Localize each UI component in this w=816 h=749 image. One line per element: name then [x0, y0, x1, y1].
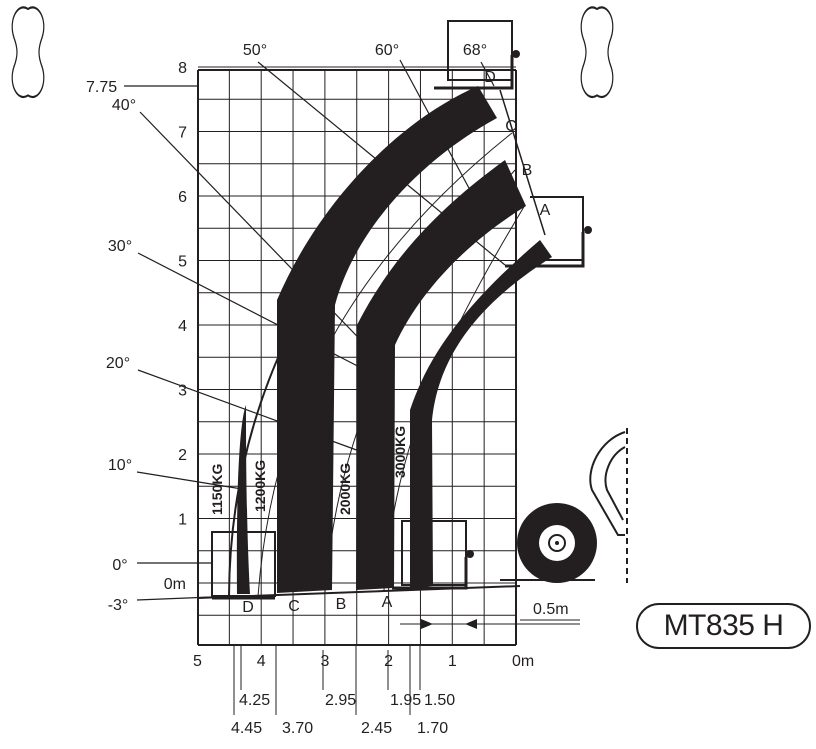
cab-outer: [589, 431, 626, 536]
x-tick-label: 2: [384, 653, 393, 670]
machine-outline: [211, 20, 628, 600]
wheel-cap: [548, 534, 566, 552]
tyre-icon-left: [11, 6, 45, 99]
reach-mark-label: 2.45: [361, 720, 392, 737]
reach-mark-label: 1.70: [417, 720, 448, 737]
capacity-label: 1200KG: [252, 460, 268, 512]
y-tick-label: 1: [178, 512, 187, 529]
reach-mark-label: 1.50: [424, 692, 455, 709]
x-tick-label: 1: [448, 653, 457, 670]
capacity-label: 2000KG: [337, 463, 353, 515]
reach-mark-label: 2.95: [325, 692, 356, 709]
angle-label: 30°: [108, 238, 132, 255]
load-band-2: [356, 160, 526, 590]
load-band-3: [410, 240, 552, 588]
reach-mark-label: 3.70: [282, 720, 313, 737]
x-tick-label: 5: [193, 653, 202, 670]
angle-line-2: [257, 61, 506, 266]
tyre-icons: [11, 6, 614, 99]
reach-mark-label: 1.95: [390, 692, 421, 709]
model-badge: MT835 H: [636, 603, 811, 649]
load-band-1: [277, 86, 497, 593]
x-tick-label: 3: [320, 653, 329, 670]
y-tick-label: 2: [178, 447, 187, 464]
angle-label: 50°: [243, 42, 267, 59]
extension-letter-bottom: A: [382, 594, 393, 611]
y-tick-label: 6: [178, 189, 187, 206]
wheel-axle: [555, 541, 559, 545]
extension-letter-bottom: D: [242, 599, 254, 616]
chart-labels: 68° 60° 50° 40° 30° 20° 10° 0° -3° 8 7 6 5 4 3 2 1 0m 7.75…: [86, 42, 580, 737]
extension-letter-top: A: [540, 202, 551, 219]
dimension-label: 0.5m: [533, 601, 569, 618]
max-height-label: 7.75: [86, 79, 117, 96]
reach-mark-label: 4.25: [239, 692, 270, 709]
angle-label: 20°: [106, 355, 130, 372]
fork-arm-top: [434, 55, 514, 90]
capacity-label: 1150KG: [209, 464, 225, 515]
y-tick-label: 0m: [164, 576, 186, 593]
angle-line-8: [136, 596, 213, 601]
angle-label: 60°: [375, 42, 399, 59]
angle-label: 10°: [108, 457, 132, 474]
angle-line-0: [480, 61, 495, 87]
angle-line-5: [137, 369, 363, 453]
x-tick-label: 4: [257, 653, 266, 670]
extension-letter-top: D: [484, 69, 496, 86]
dimension-arrow-left: [421, 619, 433, 629]
y-tick-label: 4: [178, 318, 187, 335]
load-band-0: [236, 405, 250, 594]
angle-line-3: [139, 111, 381, 361]
angle-lines: [124, 59, 506, 601]
forks-low-left: [211, 531, 276, 597]
pivot-top: [512, 50, 520, 58]
model-name: MT835 H: [663, 609, 784, 642]
envelope-edge: [499, 89, 546, 236]
y-tick-label: 8: [178, 60, 187, 77]
angle-label: 68°: [463, 42, 487, 59]
angle-line-4: [137, 252, 376, 376]
y-tick-label: 7: [178, 125, 187, 142]
angle-line-1: [399, 59, 471, 191]
extension-letter-bottom: C: [288, 598, 300, 615]
tyre-icon-right: [580, 6, 614, 99]
cab-inner: [604, 446, 626, 521]
angle-label: -3°: [108, 597, 129, 614]
x-tick-label: 0m: [512, 653, 534, 670]
fork-arm-low-right: [392, 557, 468, 590]
load-bands: [236, 86, 552, 594]
extension-letter-top: C: [505, 118, 517, 135]
angle-label: 0°: [112, 557, 127, 574]
angle-label: 40°: [112, 97, 136, 114]
extension-letter-top: B: [522, 162, 533, 179]
pivot-mid: [584, 226, 592, 234]
forks-mid: [520, 196, 584, 261]
extension-letter-bottom: B: [336, 596, 347, 613]
dimension-arrow-right: [465, 619, 477, 629]
y-tick-label: 5: [178, 254, 187, 271]
capacity-label: 3000KG: [392, 426, 408, 478]
pivot-low-right: [466, 550, 474, 558]
reach-mark-label: 4.45: [231, 720, 262, 737]
fork-arm-mid: [505, 232, 585, 268]
angle-line-6: [136, 471, 243, 490]
y-tick-label: 3: [178, 383, 187, 400]
